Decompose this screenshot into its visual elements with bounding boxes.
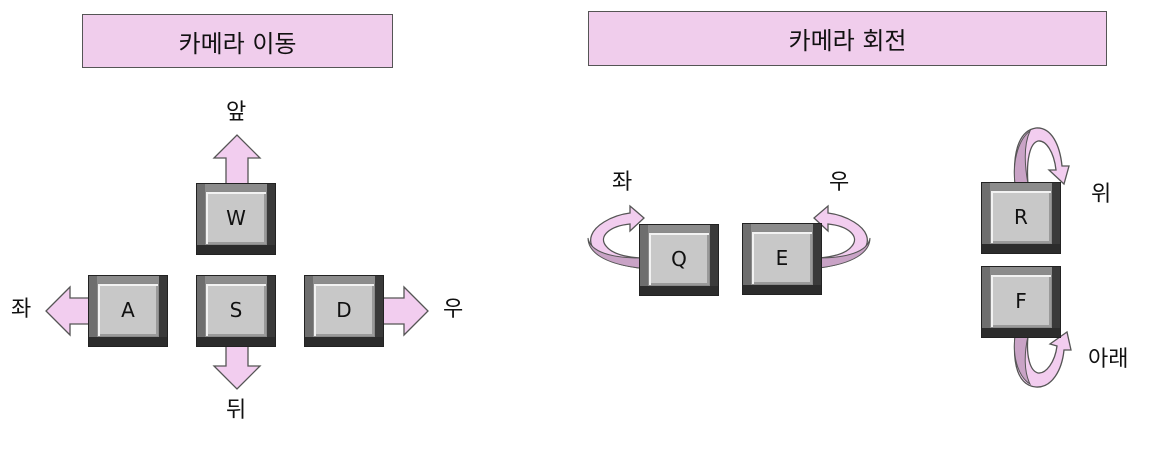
rotate-left-q-icon <box>587 204 645 269</box>
arrow-up-icon <box>212 134 262 191</box>
key-d-label: D <box>313 283 375 337</box>
rotate-right-e-icon <box>813 204 871 269</box>
key-a-label: A <box>97 283 159 337</box>
label-back: 뒤 <box>226 398 247 423</box>
key-w-label: W <box>205 191 267 245</box>
camera-move-title: 카메라 이동 <box>178 29 297 58</box>
key-e-label: E <box>751 231 813 285</box>
camera-rotate-title: 카메라 회전 <box>788 27 907 55</box>
rotate-down-f-icon <box>1013 330 1072 388</box>
arrow-down-icon <box>212 339 262 390</box>
key-e: E <box>742 223 822 295</box>
label-rotate-up: 위 <box>1091 182 1112 207</box>
key-f-label: F <box>990 274 1052 328</box>
label-move-left: 좌 <box>11 297 32 322</box>
camera-move-title-box: 카메라 이동 <box>82 14 393 68</box>
key-q-label: Q <box>648 232 710 286</box>
label-rotate-right: 우 <box>829 170 850 195</box>
label-rotate-down: 아래 <box>1088 347 1129 372</box>
camera-rotate-title-box: 카메라 회전 <box>588 11 1107 66</box>
key-d: D <box>304 275 384 347</box>
label-forward: 앞 <box>226 100 247 125</box>
key-s: S <box>196 275 276 347</box>
key-s-label: S <box>205 283 267 337</box>
key-r: R <box>981 182 1061 254</box>
rotate-up-r-icon <box>1013 127 1070 186</box>
key-f: F <box>981 266 1061 338</box>
key-w: W <box>196 183 276 255</box>
label-rotate-left: 좌 <box>612 170 633 195</box>
key-r-label: R <box>990 190 1052 244</box>
key-q: Q <box>639 224 719 296</box>
key-a: A <box>88 275 168 347</box>
label-move-right: 우 <box>443 297 464 322</box>
